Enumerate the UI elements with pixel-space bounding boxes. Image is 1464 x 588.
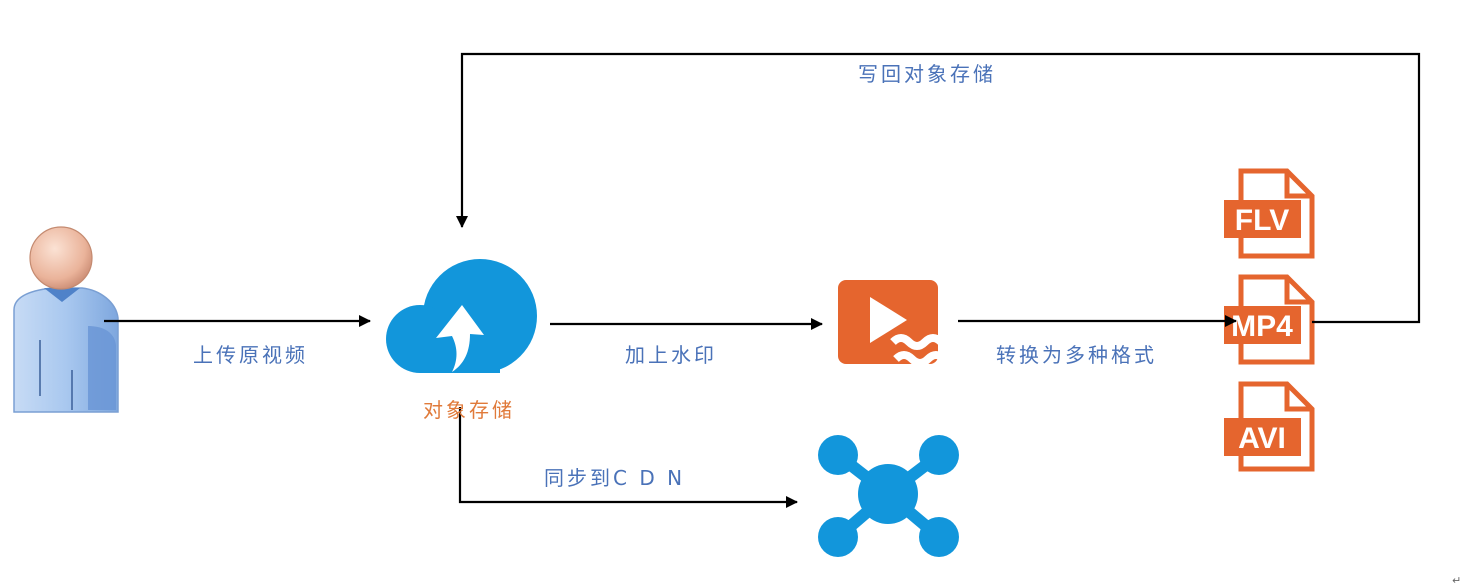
user-icon <box>13 226 119 413</box>
arrow-writeback <box>456 52 1421 324</box>
file-avi-label: AVI <box>1238 422 1286 455</box>
return-mark: ↵ <box>1452 574 1461 587</box>
file-mp4-label: MP4 <box>1231 310 1293 343</box>
label-convert: 转换为多种格式 <box>996 343 1157 367</box>
label-upload: 上传原视频 <box>193 343 308 367</box>
label-watermark: 加上水印 <box>625 343 717 367</box>
network-hub-icon <box>818 435 959 557</box>
arrow-cdn <box>458 407 798 508</box>
label-writeback: 写回对象存储 <box>858 62 996 86</box>
file-flv-icon: FLV <box>1224 168 1315 259</box>
cloud-upload-icon <box>386 259 537 373</box>
file-avi-icon: AVI <box>1224 381 1315 472</box>
file-mp4-icon: MP4 <box>1224 274 1315 365</box>
label-storage: 对象存储 <box>423 398 515 422</box>
video-play-icon <box>838 280 947 367</box>
connectors <box>104 52 1421 508</box>
file-flv-label: FLV <box>1235 204 1289 237</box>
label-cdn-sync: 同步到C D N <box>544 466 685 490</box>
